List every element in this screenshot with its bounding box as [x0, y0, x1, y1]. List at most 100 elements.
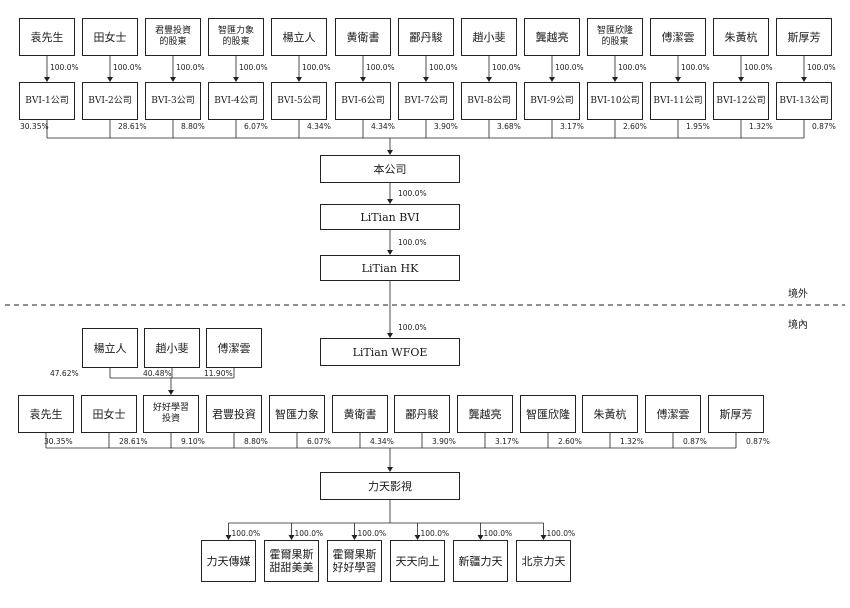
pct-label: 100.0%	[618, 63, 647, 72]
arrowhead	[387, 467, 393, 472]
shareholder-box: 酈丹駿	[398, 18, 454, 56]
region-label-offshore: 境外	[788, 289, 808, 300]
pct-label: 100.0%	[744, 63, 773, 72]
arrowhead	[387, 199, 393, 204]
arrowhead	[288, 535, 295, 540]
pct-label: 30.35%	[44, 437, 73, 446]
subsidiary-box: 霍爾果斯甜甜美美	[264, 540, 319, 582]
arrowhead	[387, 333, 393, 338]
bvi-company-box: BVI-4公司	[208, 82, 264, 120]
arrowhead	[477, 535, 484, 540]
bvi-company-box: BVI-9公司	[524, 82, 580, 120]
pct-label: 100.0%	[239, 63, 268, 72]
pct-label: 100.0%	[398, 323, 427, 332]
pct-label: 47.62%	[50, 369, 79, 378]
pct-label: 100.0%	[398, 189, 427, 198]
arrowhead	[387, 250, 393, 255]
arrowhead	[360, 77, 366, 82]
pct-label: 100.0%	[294, 529, 324, 538]
arrowhead	[233, 77, 239, 82]
bvi-company-box: BVI-13公司	[776, 82, 832, 120]
domestic-holder-box: 傅潔雲	[645, 395, 701, 433]
bvi-company-box: BVI-10公司	[587, 82, 643, 120]
arrowhead	[675, 77, 681, 82]
pct-label: 1.95%	[686, 122, 710, 131]
pct-label: 100.0%	[398, 238, 427, 247]
subsidiary-box: 北京力天	[516, 540, 571, 582]
pct-label: 100.0%	[483, 529, 513, 538]
litian-hk-box: LiTian HK	[320, 255, 460, 281]
shareholder-box: 朱黃杭	[713, 18, 769, 56]
shareholder-box: 黄衛書	[335, 18, 391, 56]
shareholder-box: 龔越亮	[524, 18, 580, 56]
shareholder-box: 智匯欣隆的股東	[587, 18, 643, 56]
shareholder-box: 楊立人	[271, 18, 327, 56]
arrowhead	[296, 77, 302, 82]
arrowhead	[107, 77, 113, 82]
haohao-holder-box: 楊立人	[82, 328, 138, 368]
pct-label: 100.0%	[420, 529, 450, 538]
pct-label: 100.0%	[429, 63, 458, 72]
pct-label: 8.80%	[244, 437, 268, 446]
pct-label: 1.32%	[620, 437, 644, 446]
haohao-holder-box: 傅潔雲	[206, 328, 262, 368]
shareholder-box: 傅潔雲	[650, 18, 706, 56]
domestic-holder-box: 黄衛書	[332, 395, 388, 433]
pct-label: 40.48%	[143, 369, 172, 378]
litian-wfoe-box: LiTian WFOE	[320, 338, 460, 366]
shareholder-box: 趙小斐	[461, 18, 517, 56]
pct-label: 100.0%	[681, 63, 710, 72]
domestic-holder-box: 田女士	[81, 395, 137, 433]
shareholder-box: 君豐投資的股東	[145, 18, 201, 56]
pct-label: 4.34%	[370, 437, 394, 446]
domestic-holder-box: 斯厚芳	[708, 395, 764, 433]
pct-label: 100.0%	[176, 63, 205, 72]
subsidiary-box: 力天傳媒	[201, 540, 256, 582]
arrowhead	[351, 535, 358, 540]
arrowhead	[738, 77, 744, 82]
shareholder-box: 田女士	[82, 18, 138, 56]
domestic-holder-box: 袁先生	[18, 395, 74, 433]
subsidiary-box: 霍爾果斯好好學習	[327, 540, 382, 582]
pct-label: 100.0%	[546, 529, 576, 538]
bvi-company-box: BVI-1公司	[19, 82, 75, 120]
pct-label: 11.90%	[204, 369, 233, 378]
pct-label: 6.07%	[307, 437, 331, 446]
litian-film-box: 力天影視	[320, 472, 460, 500]
pct-label: 100.0%	[357, 529, 387, 538]
pct-label: 100.0%	[555, 63, 584, 72]
arrowhead	[486, 77, 492, 82]
pct-label: 100.0%	[366, 63, 395, 72]
bvi-company-box: BVI-5公司	[271, 82, 327, 120]
pct-label: 6.07%	[244, 122, 268, 131]
pct-label: 0.87%	[746, 437, 770, 446]
pct-label: 100.0%	[231, 529, 261, 538]
pct-label: 30.35%	[20, 122, 49, 131]
pct-label: 100.0%	[492, 63, 521, 72]
pct-label: 100.0%	[302, 63, 331, 72]
arrowhead	[168, 390, 174, 395]
pct-label: 3.17%	[560, 122, 584, 131]
pct-label: 4.34%	[371, 122, 395, 131]
arrowhead	[423, 77, 429, 82]
pct-label: 3.90%	[434, 122, 458, 131]
bvi-company-box: BVI-11公司	[650, 82, 706, 120]
pct-label: 2.60%	[558, 437, 582, 446]
domestic-holder-box: 智匯力象	[269, 395, 325, 433]
arrowhead	[612, 77, 618, 82]
shareholder-box: 智匯力象的股東	[208, 18, 264, 56]
bvi-company-box: BVI-6公司	[335, 82, 391, 120]
pct-label: 9.10%	[181, 437, 205, 446]
bvi-company-box: BVI-3公司	[145, 82, 201, 120]
arrowhead	[170, 77, 176, 82]
pct-label: 100.0%	[113, 63, 142, 72]
pct-label: 2.60%	[623, 122, 647, 131]
pct-label: 3.68%	[497, 122, 521, 131]
domestic-holder-box: 朱黃杭	[582, 395, 638, 433]
company-box: 本公司	[320, 155, 460, 183]
pct-label: 100.0%	[807, 63, 836, 72]
pct-label: 3.17%	[495, 437, 519, 446]
bvi-company-box: BVI-7公司	[398, 82, 454, 120]
subsidiary-box: 天天向上	[390, 540, 445, 582]
